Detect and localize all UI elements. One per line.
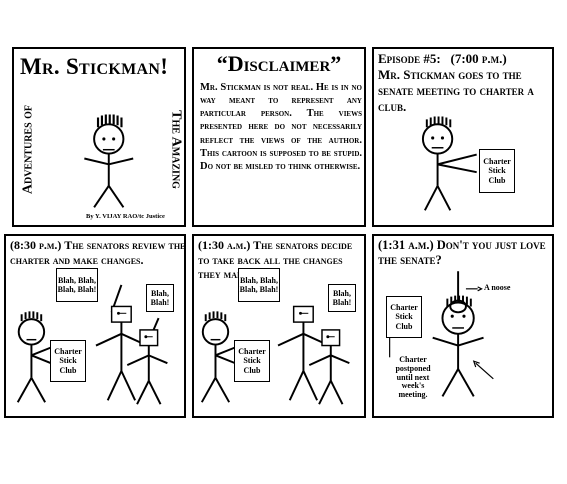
punchline-caption: (1:31 a.m.) Don't you just love the sena… [378,238,546,268]
episode-caption: Mr. Stickman goes to the senate meeting … [378,67,534,114]
title-stickman-drawing [84,114,134,208]
blah-speech-bubble-1: Blah, Blah, Blah, Blah! [56,268,98,302]
comic-title: Mr. Stickman! [20,54,169,79]
charter-sign: Charter Stick Club [50,340,86,382]
episode-caption-line1: Episode #5: (7:00 p.m.) [378,51,507,66]
author-credit: By Y. VIJAY RAO/tc Justice [86,213,165,220]
disclaimer-panel: “Disclaimer” Mr. Stickman is not real. H… [192,47,366,227]
noose-stickman-drawing [386,271,494,397]
retract-caption: (1:30 a.m.) The senators decide to take … [198,238,353,282]
blah-speech-bubble-1: Blah, Blah, Blah, Blah! [238,268,280,302]
disclaimer-body: Mr. Stickman is not real. He is in no wa… [200,82,362,172]
senators-retract-drawing [200,305,350,405]
right-vertical-title: The Amazing [168,110,184,189]
episode-intro-panel: Episode #5: (7:00 p.m.) Mr. Stickman goe… [372,47,554,227]
blah-speech-bubble-2: Blah, Blah! [328,284,356,312]
postponed-note: Charter postponed until next week's meet… [395,355,431,400]
senators-review-drawing [16,284,168,405]
noose-label: A noose [484,283,511,292]
charter-sign: Charter Stick Club [234,340,270,382]
senate-punchline-panel: (1:31 a.m.) Don't you just love the sena… [372,234,554,418]
review-caption: (8:30 p.m.) The senators review the char… [10,238,186,267]
stickman-with-sign-drawing [421,116,477,211]
senators-review-panel: (8:30 p.m.) The senators review the char… [4,234,186,418]
left-vertical-title: Adventures of [20,104,36,195]
disclaimer-title: “Disclaimer” [216,51,342,76]
charter-sign: Charter Stick Club [479,149,515,193]
senators-retract-panel: (1:30 a.m.) The senators decide to take … [192,234,366,418]
charter-sign: Charter Stick Club [386,296,422,338]
blah-speech-bubble-2: Blah, Blah! [146,284,174,312]
title-panel: Mr. Stickman! Adventures of The Amazing … [12,47,186,227]
